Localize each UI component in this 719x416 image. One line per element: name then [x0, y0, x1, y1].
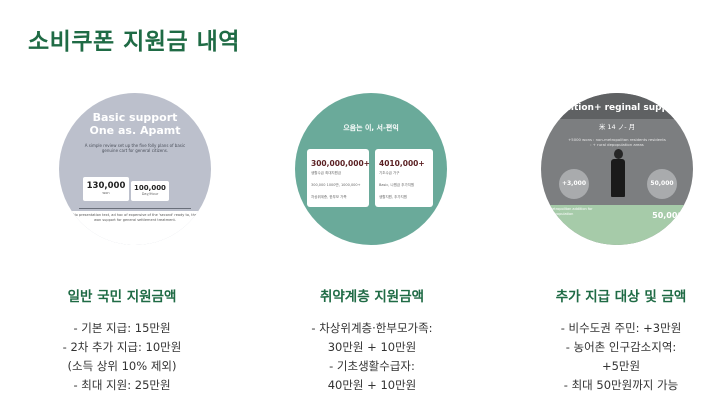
person-head: [614, 149, 623, 159]
section-title: 취약계층 지원금액: [319, 289, 425, 305]
section-line: 30만원 + 10만원: [327, 340, 417, 354]
section-line: - 최대 지원: 25만원: [73, 378, 171, 392]
person-figure: [611, 149, 625, 197]
illustration-heading: 으음는 이, 서-편익: [343, 124, 399, 132]
page-title: 소비쿠폰 지원금 내역: [28, 29, 240, 55]
amount-card: 300,000,000+ 생활수급 최대지원금 300,000 1000만, 1…: [307, 149, 370, 207]
amount-sub: 생활지원, 추가지원: [379, 195, 407, 199]
vulnerable-support-section: 취약계층 지원금액 - 차상위계층·한부모가족: 30만원 + 10만원 - 기…: [252, 285, 492, 395]
illustration-heading: Addition+ reginal support: [551, 103, 683, 113]
section-line: 40만원 + 10만원: [327, 378, 417, 392]
illustration-sub: 米 14 ノ- 月: [598, 123, 636, 131]
amount-value: 300,000,000+: [311, 159, 370, 168]
section-line: (소득 상위 10% 제외): [67, 359, 177, 373]
section-title: 일반 국민 지원금액: [67, 289, 177, 305]
amount-box: 130,000 won: [83, 177, 129, 201]
amount-unit: won: [102, 191, 110, 195]
amount-value: 4010,000+: [379, 159, 425, 168]
amount-sub: 생활수급 최대지원금: [311, 171, 342, 175]
general-support-section: 일반 국민 지원금액 - 기본 지급: 15만원 - 2차 추가 지급: 10만…: [2, 285, 242, 395]
illustration-floor: [541, 205, 693, 245]
amount-sub: 300,000 1000만, 1000,000+: [311, 183, 361, 187]
section-line: - 농어촌 인구감소지역:: [565, 340, 677, 354]
illustration-band: [59, 211, 211, 245]
section-line: - 2차 추가 지급: 10만원: [62, 340, 182, 354]
regional-support-illustration: Addition+ reginal support 米 14 ノ- 月 +500…: [541, 93, 693, 245]
section-line: - 최대 50만원까지 가능: [563, 378, 679, 392]
person-body: [611, 159, 625, 197]
section-line: - 기초생활수급자:: [329, 359, 415, 373]
regional-support-section: 추가 지급 대상 및 금액 - 비수도권 주민: +3만원 - 농어촌 인구감소…: [501, 285, 719, 395]
illustration-note: A simple review set up the five folly pl…: [84, 143, 186, 153]
section-line: +5만원: [601, 359, 641, 373]
amount-bubble: +3,000: [559, 169, 589, 199]
vulnerable-support-illustration: 으음는 이, 서-편익 300,000,000+ 생활수급 최대지원금 300,…: [295, 93, 447, 245]
section-line: - 비수도권 주민: +3만원: [560, 321, 682, 335]
amount-sub: Basic, 나원금 추가지원: [379, 183, 415, 187]
illustration-note: +5000 wons : non-metropolitan residents …: [568, 137, 666, 147]
basic-support-illustration: Basic support One as. Apamt A simple rev…: [59, 93, 211, 245]
amount-unit: Day/Hour: [141, 192, 159, 196]
amount-value: 100,000: [134, 184, 166, 192]
section-line: - 기본 지급: 15만원: [73, 321, 171, 335]
divider: [79, 208, 191, 209]
amount-sub: 기초수급 가구: [379, 171, 400, 175]
illustration-heading-line-1: Basic support: [92, 111, 178, 124]
amount-box: 100,000 Day/Hour: [131, 181, 169, 201]
amount-bubble: 50,000: [647, 169, 677, 199]
section-line: - 차상위계층·한부모가족:: [311, 321, 433, 335]
illustration-band: [541, 93, 693, 119]
illustration-heading-line-2: One as. Apamt: [89, 124, 181, 137]
amount-sub: 차상위계층, 한부모 가족: [311, 195, 347, 199]
amount-value: 130,000: [86, 181, 126, 191]
floor-text: non-metropolitan addition for rural depo…: [541, 207, 593, 216]
amount-card: 4010,000+ 기초수급 가구 Basic, 나원금 추가지원 생활지원, …: [375, 149, 433, 207]
section-title: 추가 지급 대상 및 금액: [555, 289, 687, 305]
floor-value: 50,000: [652, 211, 683, 220]
band-text: No presentation text, ad hoc of expensiv…: [73, 213, 197, 222]
